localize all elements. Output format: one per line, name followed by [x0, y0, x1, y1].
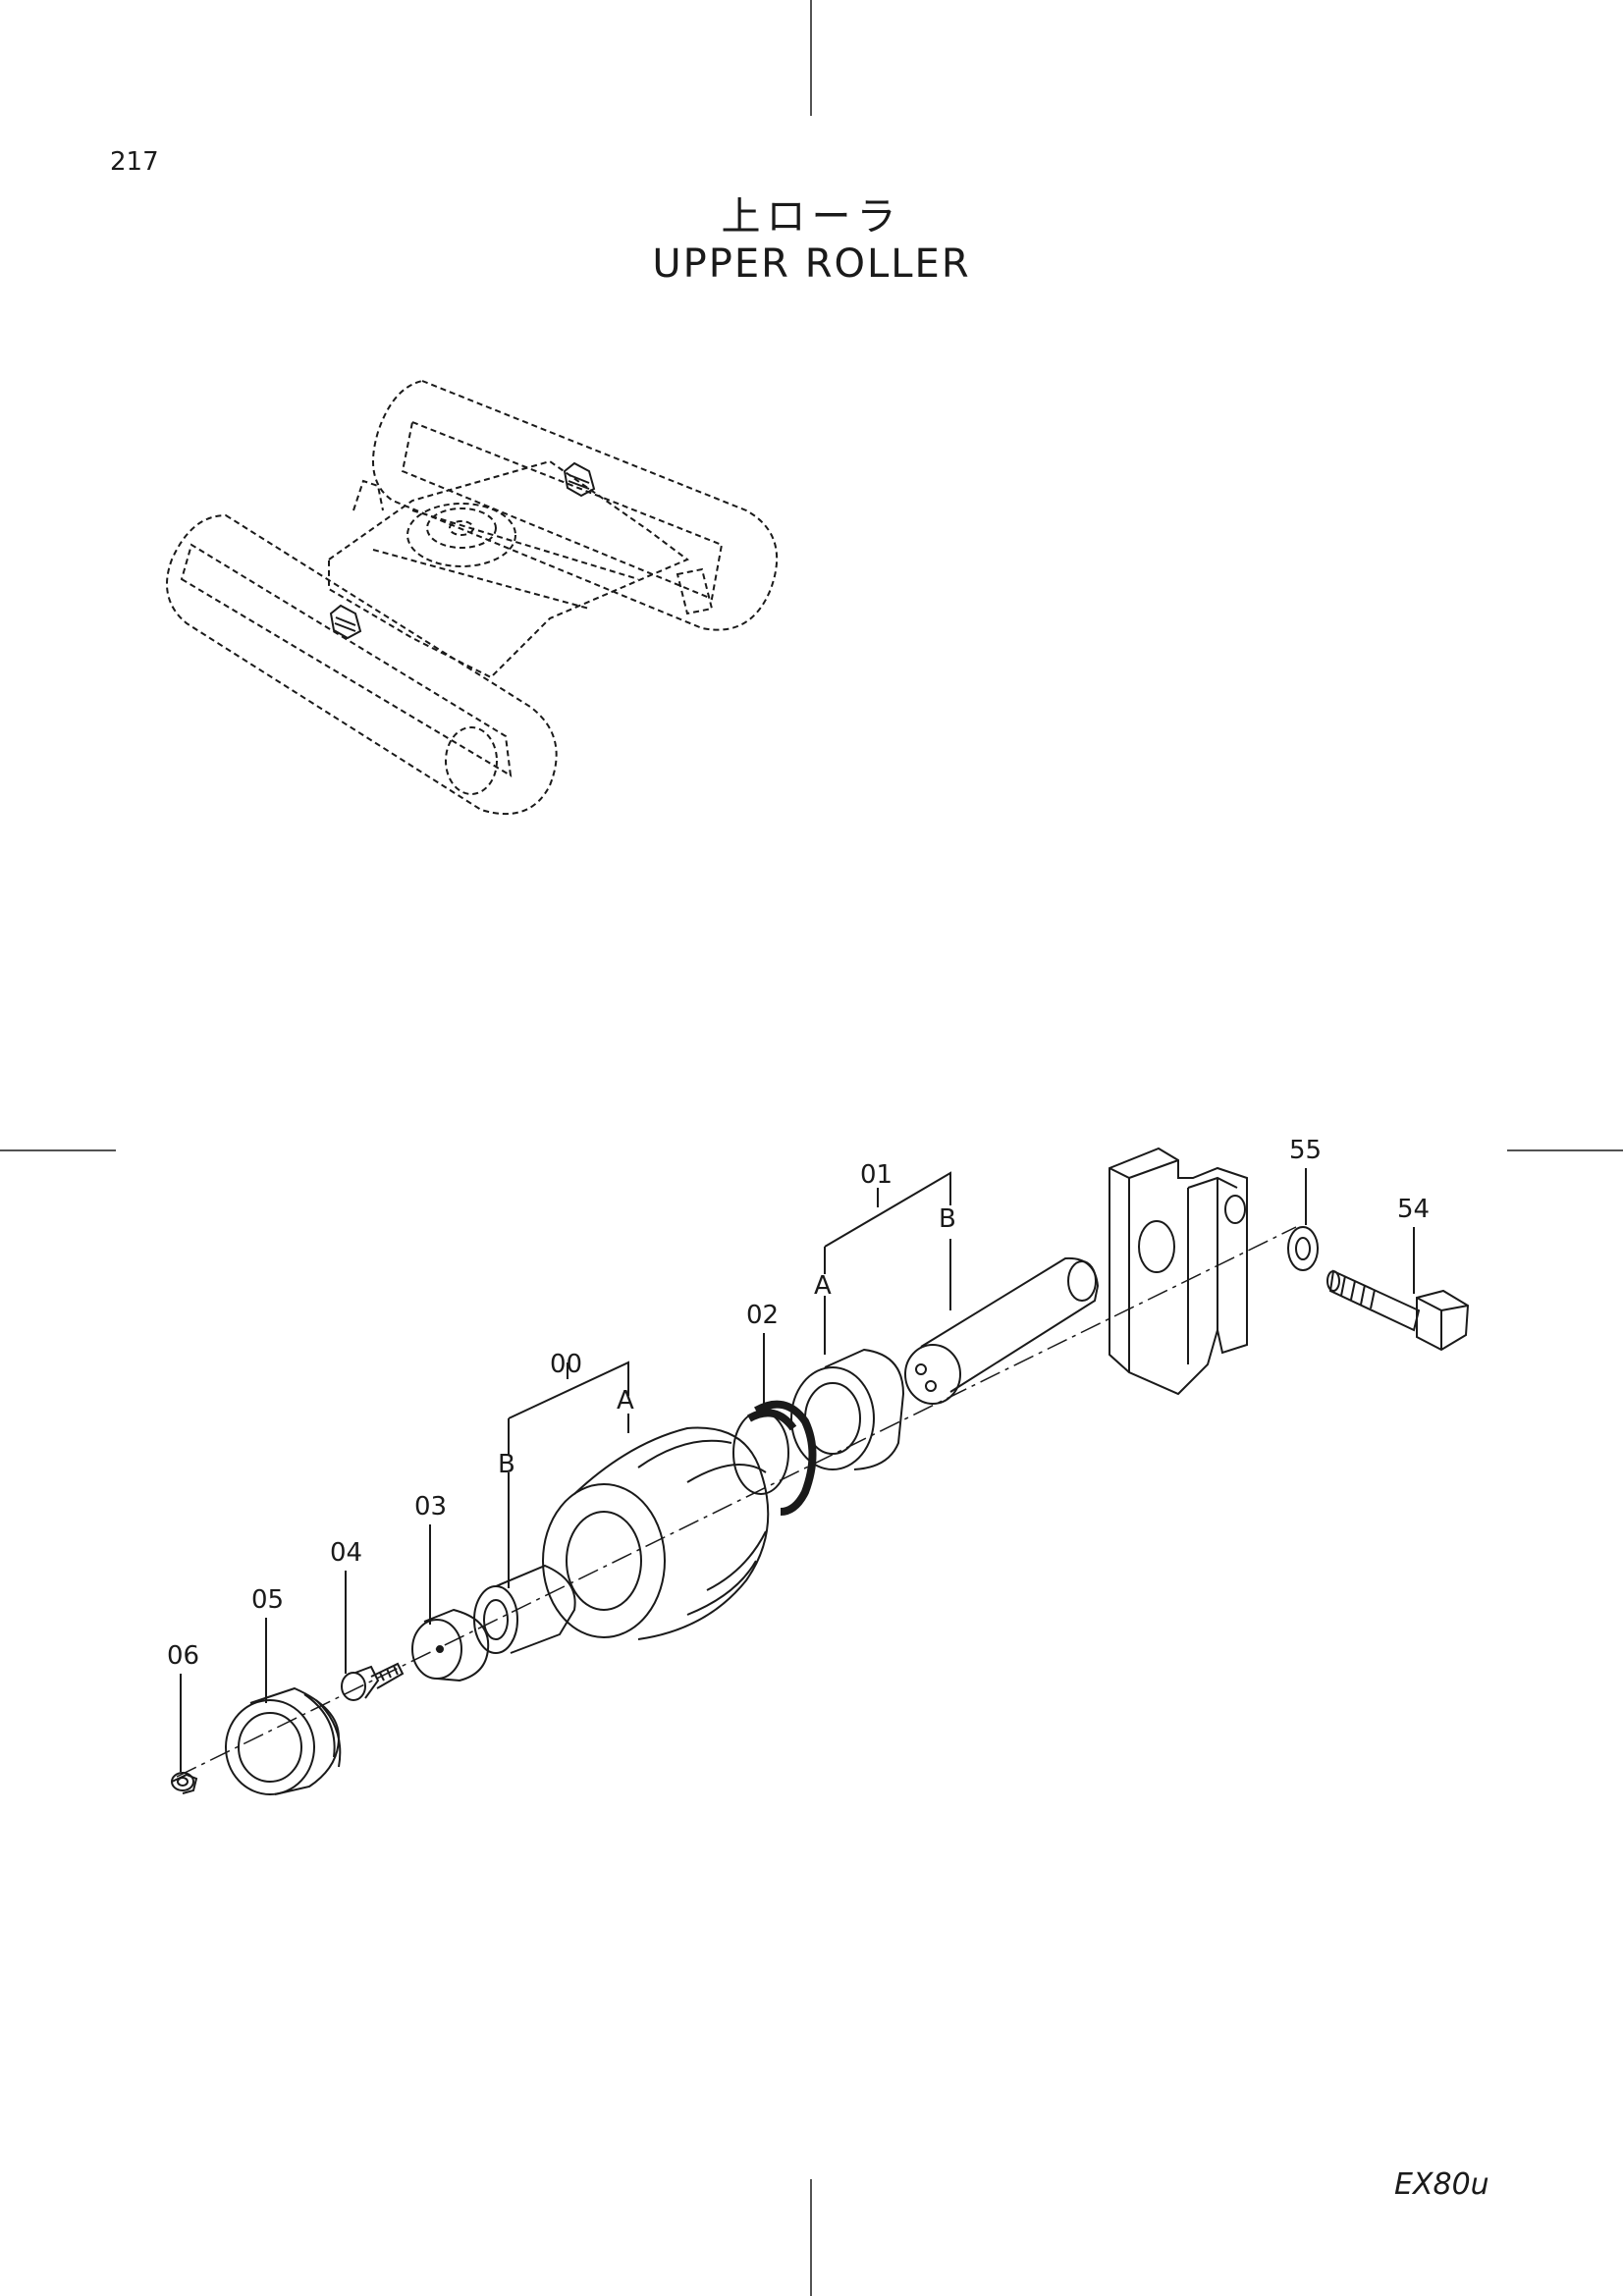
part-00a-roller [542, 1426, 770, 1640]
callout-01: 01 [860, 1160, 893, 1190]
part-55-washer [1287, 1226, 1319, 1271]
part-06-set-screw [171, 1772, 198, 1794]
roller-highlight-rear [563, 461, 596, 498]
callout-01-a: A [814, 1271, 832, 1301]
assembly-axis [176, 1226, 1297, 1778]
callout-06: 06 [167, 1641, 199, 1671]
leader-lines [180, 1168, 1415, 1772]
model-code: EX80u [1394, 2167, 1489, 2202]
part-04-screw [341, 1662, 405, 1701]
callout-55: 55 [1289, 1136, 1322, 1165]
page-number: 217 [110, 147, 159, 177]
callout-04: 04 [330, 1538, 362, 1568]
title-japanese: 上ローラ [721, 194, 902, 240]
callout-05: 05 [251, 1585, 284, 1615]
roller-highlight-front [329, 604, 362, 640]
track-frame-bracket [1109, 1147, 1248, 1396]
callout-03: 03 [414, 1492, 447, 1522]
callout-00-b: B [498, 1450, 515, 1479]
part-05-cover [225, 1686, 342, 1795]
part-03-plate [411, 1608, 490, 1682]
callout-54: 54 [1397, 1195, 1430, 1224]
part-01a-collar [790, 1348, 905, 1470]
part-01b-shaft [904, 1256, 1100, 1405]
callout-00: 00 [550, 1350, 582, 1379]
undercarriage-overview [166, 379, 779, 816]
part-54-bolt [1326, 1269, 1470, 1352]
part-00b-shaft [473, 1564, 576, 1654]
callout-01-b: B [939, 1204, 956, 1234]
title-english: UPPER ROLLER [652, 241, 971, 287]
callout-02: 02 [746, 1301, 779, 1330]
callout-00-a: A [617, 1386, 634, 1415]
part-02-seal [732, 1400, 817, 1516]
